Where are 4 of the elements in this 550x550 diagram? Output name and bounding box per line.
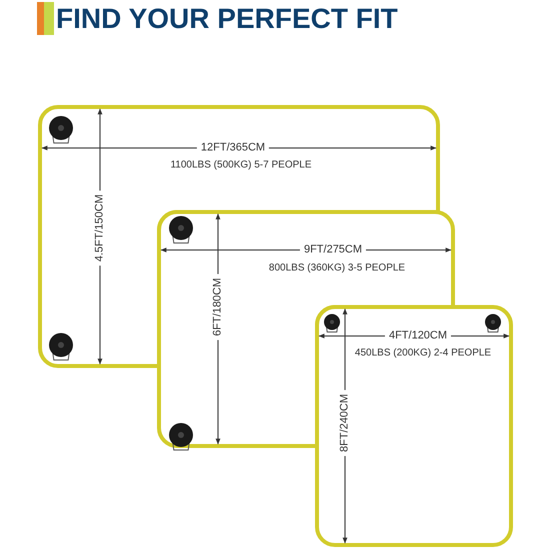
capacity-label: 1100LBS (500KG) 5-7 PEOPLE xyxy=(170,158,312,172)
title: FIND YOUR PERFECT FIT xyxy=(56,2,398,36)
capacity-label: 800LBS (360KG) 3-5 PEOPLE xyxy=(268,262,406,274)
capacity-label: 450LBS (200KG) 2-4 PEOPLE xyxy=(354,346,492,360)
